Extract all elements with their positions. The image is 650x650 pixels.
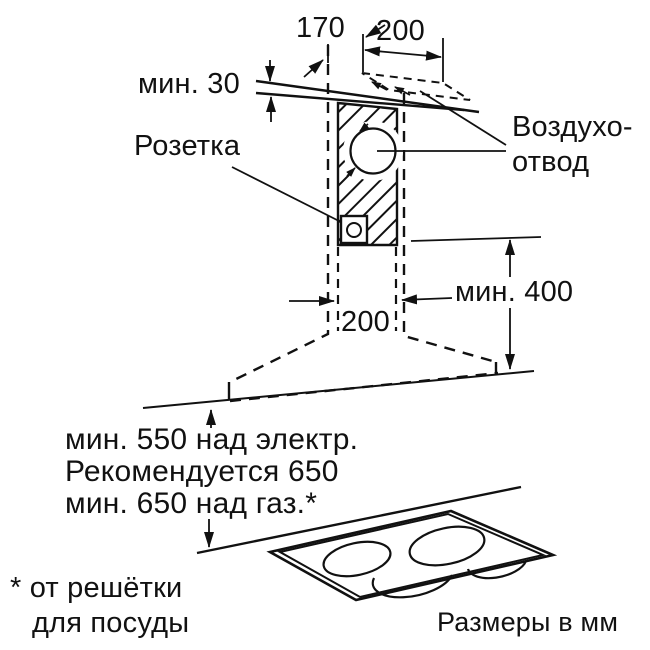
hood-distance-note-line3: мин. 650 над газ.* (65, 487, 318, 520)
burner-arc (371, 574, 453, 599)
dim-170-label: 170 (296, 12, 345, 44)
ceiling-duct-opening (361, 72, 471, 101)
cookware-grid-footnote-line1: * от решётки (10, 572, 183, 604)
socket-leader (231, 166, 342, 223)
hood-distance-note-line1: мин. 550 над электр. (65, 423, 359, 456)
dim-200-top-label: 200 (376, 15, 425, 47)
air-outlet-label-line1: Воздухо- (512, 111, 633, 143)
ceiling-lines (255, 79, 480, 114)
burner-arc (466, 560, 528, 580)
leader-lines (231, 90, 507, 223)
dim-200-top (364, 38, 444, 82)
socket-label: Розетка (134, 130, 241, 162)
cooktop (266, 509, 558, 602)
cookware-grid-footnote: * от решётки для посуды (10, 571, 189, 641)
socket-icon (339, 214, 369, 245)
cookware-grid-footnote-line2: для посуды (32, 607, 190, 639)
burner (322, 540, 392, 578)
hood-distance-note-line2: Рекомендуется 650 (65, 455, 339, 488)
air-outlet-label: Воздухо- отвод (512, 110, 633, 180)
min-30-dimension (265, 60, 276, 122)
duct-wall-section (336, 101, 403, 247)
min-30-label: мин. 30 (138, 68, 240, 100)
hood-reference-line (142, 370, 535, 428)
min-400-label: мин. 400 (452, 276, 577, 309)
air-outlet-leader-upper (419, 90, 507, 146)
hood-distance-note: мин. 550 над электр. Рекомендуется 650 м… (65, 424, 358, 520)
dim-200-bottom (289, 294, 453, 306)
burner (408, 525, 486, 567)
dim-200-bottom-label: 200 (341, 306, 390, 338)
hob-reference-line (196, 485, 522, 555)
units-note: Размеры в мм (437, 607, 619, 637)
air-outlet-label-line2: отвод (512, 146, 590, 178)
